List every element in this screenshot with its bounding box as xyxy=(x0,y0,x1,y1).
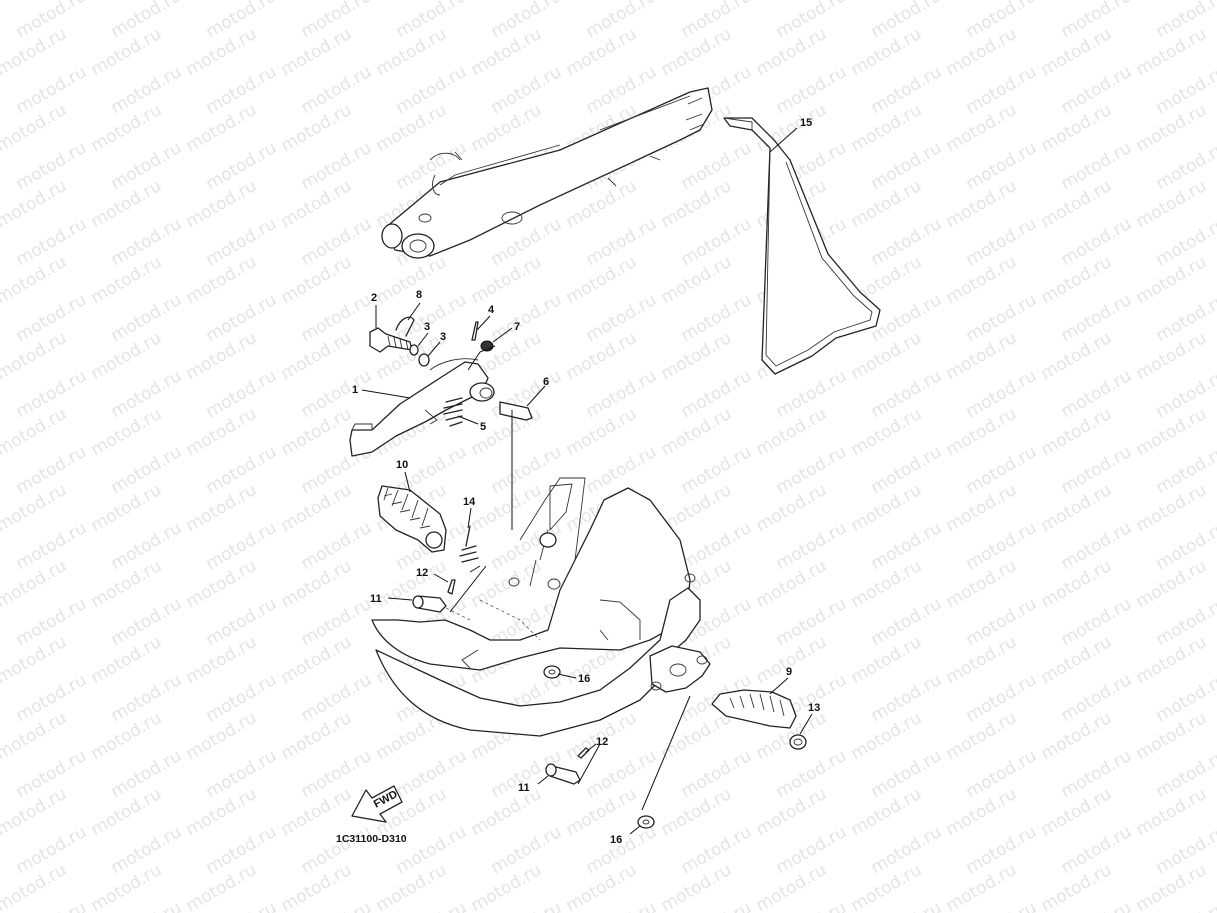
callout-2: 2 xyxy=(371,292,377,304)
callout-9: 9 xyxy=(786,666,792,678)
callout-11b: 11 xyxy=(518,782,530,794)
frame xyxy=(371,477,711,737)
callout-8: 8 xyxy=(416,289,422,301)
side-stand xyxy=(723,117,881,375)
callout-11a: 11 xyxy=(370,593,382,605)
diagram-code: 1C31100-D310 xyxy=(336,833,407,845)
footrest-left xyxy=(377,485,447,553)
leader-lines xyxy=(361,127,813,835)
callout-7: 7 xyxy=(514,321,520,333)
callout-13: 13 xyxy=(808,702,820,714)
callout-12b: 12 xyxy=(596,736,608,748)
pedal-hardware xyxy=(369,316,533,427)
brake-pedal xyxy=(349,358,495,457)
callout-10: 10 xyxy=(396,459,408,471)
part-callouts: 1 2 3 3 4 5 6 7 8 9 10 11 11 12 12 13 14… xyxy=(352,117,820,846)
callout-16a: 16 xyxy=(578,673,590,685)
callout-16b: 16 xyxy=(610,834,622,846)
footrest-right-hardware xyxy=(543,665,655,829)
callout-4: 4 xyxy=(488,304,495,316)
forward-direction-arrow: FWD xyxy=(351,785,403,823)
footrest-right xyxy=(711,689,807,750)
callout-6: 6 xyxy=(543,376,549,388)
callout-5: 5 xyxy=(480,421,486,433)
callout-14: 14 xyxy=(463,496,476,508)
callout-15: 15 xyxy=(800,117,812,129)
callout-3b: 3 xyxy=(440,331,446,343)
callout-12a: 12 xyxy=(416,567,428,579)
swingarm xyxy=(381,87,713,259)
callout-1: 1 xyxy=(352,384,358,396)
footrest-left-hardware xyxy=(412,525,479,613)
callout-3a: 3 xyxy=(424,321,430,333)
